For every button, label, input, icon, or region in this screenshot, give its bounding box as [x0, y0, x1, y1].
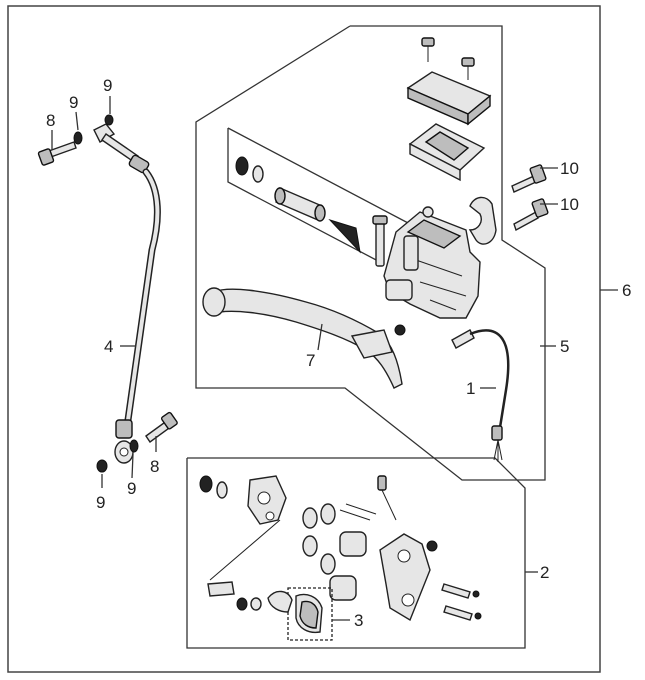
brake-pads: [267, 590, 323, 634]
sealing-washer: [104, 114, 114, 126]
brake-pad-set-highlight: [287, 587, 333, 641]
caliper-group-outline: [186, 457, 526, 649]
callout-8-upper: 8: [46, 111, 55, 130]
caliper-pistons: [302, 503, 377, 601]
callout-1: 1: [466, 379, 475, 398]
sealing-washer: [73, 131, 83, 145]
callout-6: 6: [622, 281, 631, 300]
master-cylinder-group-outline: [195, 25, 546, 481]
callout-4: 4: [104, 337, 113, 356]
master-cylinder-body: [383, 206, 481, 336]
piston-kit: [235, 156, 388, 267]
brake-lever: [202, 287, 403, 389]
brake-hose: [93, 123, 161, 464]
callout-5: 5: [560, 337, 569, 356]
caliper-bracket: [247, 475, 287, 525]
callout-8-lower: 8: [150, 457, 159, 476]
callout-7: 7: [306, 351, 315, 370]
sealing-washer: [129, 439, 139, 453]
sealing-washer: [96, 459, 108, 473]
banjo-bolt-lower: [145, 411, 178, 443]
reservoir-cap-screws: [421, 37, 475, 80]
caliper-seals: [199, 475, 228, 499]
clamp-bolt-lower: [513, 198, 549, 232]
outer-frame: [7, 5, 601, 673]
piston-kit-panel: [227, 128, 381, 263]
handlebar-clamp: [468, 196, 497, 245]
clamp-bolt-upper: [511, 164, 547, 193]
banjo-bolt-upper: [37, 141, 77, 166]
callout-9-lower-right: 9: [127, 479, 136, 498]
callout-10-upper: 10: [560, 159, 579, 178]
bleed-screw: [377, 475, 397, 521]
callout-9-upper-right: 9: [103, 76, 112, 95]
callout-10-lower: 10: [560, 195, 579, 214]
pad-spring-parts: [207, 519, 281, 611]
reservoir-diaphragm: [408, 123, 486, 182]
caliper-body: [379, 533, 438, 622]
callout-2: 2: [540, 563, 549, 582]
callout-9-lower-left: 9: [96, 493, 105, 512]
caliper-pins: [441, 583, 482, 621]
brake-light-switch: [451, 329, 510, 462]
callout-9-upper-left: 9: [69, 93, 78, 112]
callout-3: 3: [354, 611, 363, 630]
leader-lines: [51, 96, 618, 621]
reservoir-cap: [406, 71, 492, 126]
